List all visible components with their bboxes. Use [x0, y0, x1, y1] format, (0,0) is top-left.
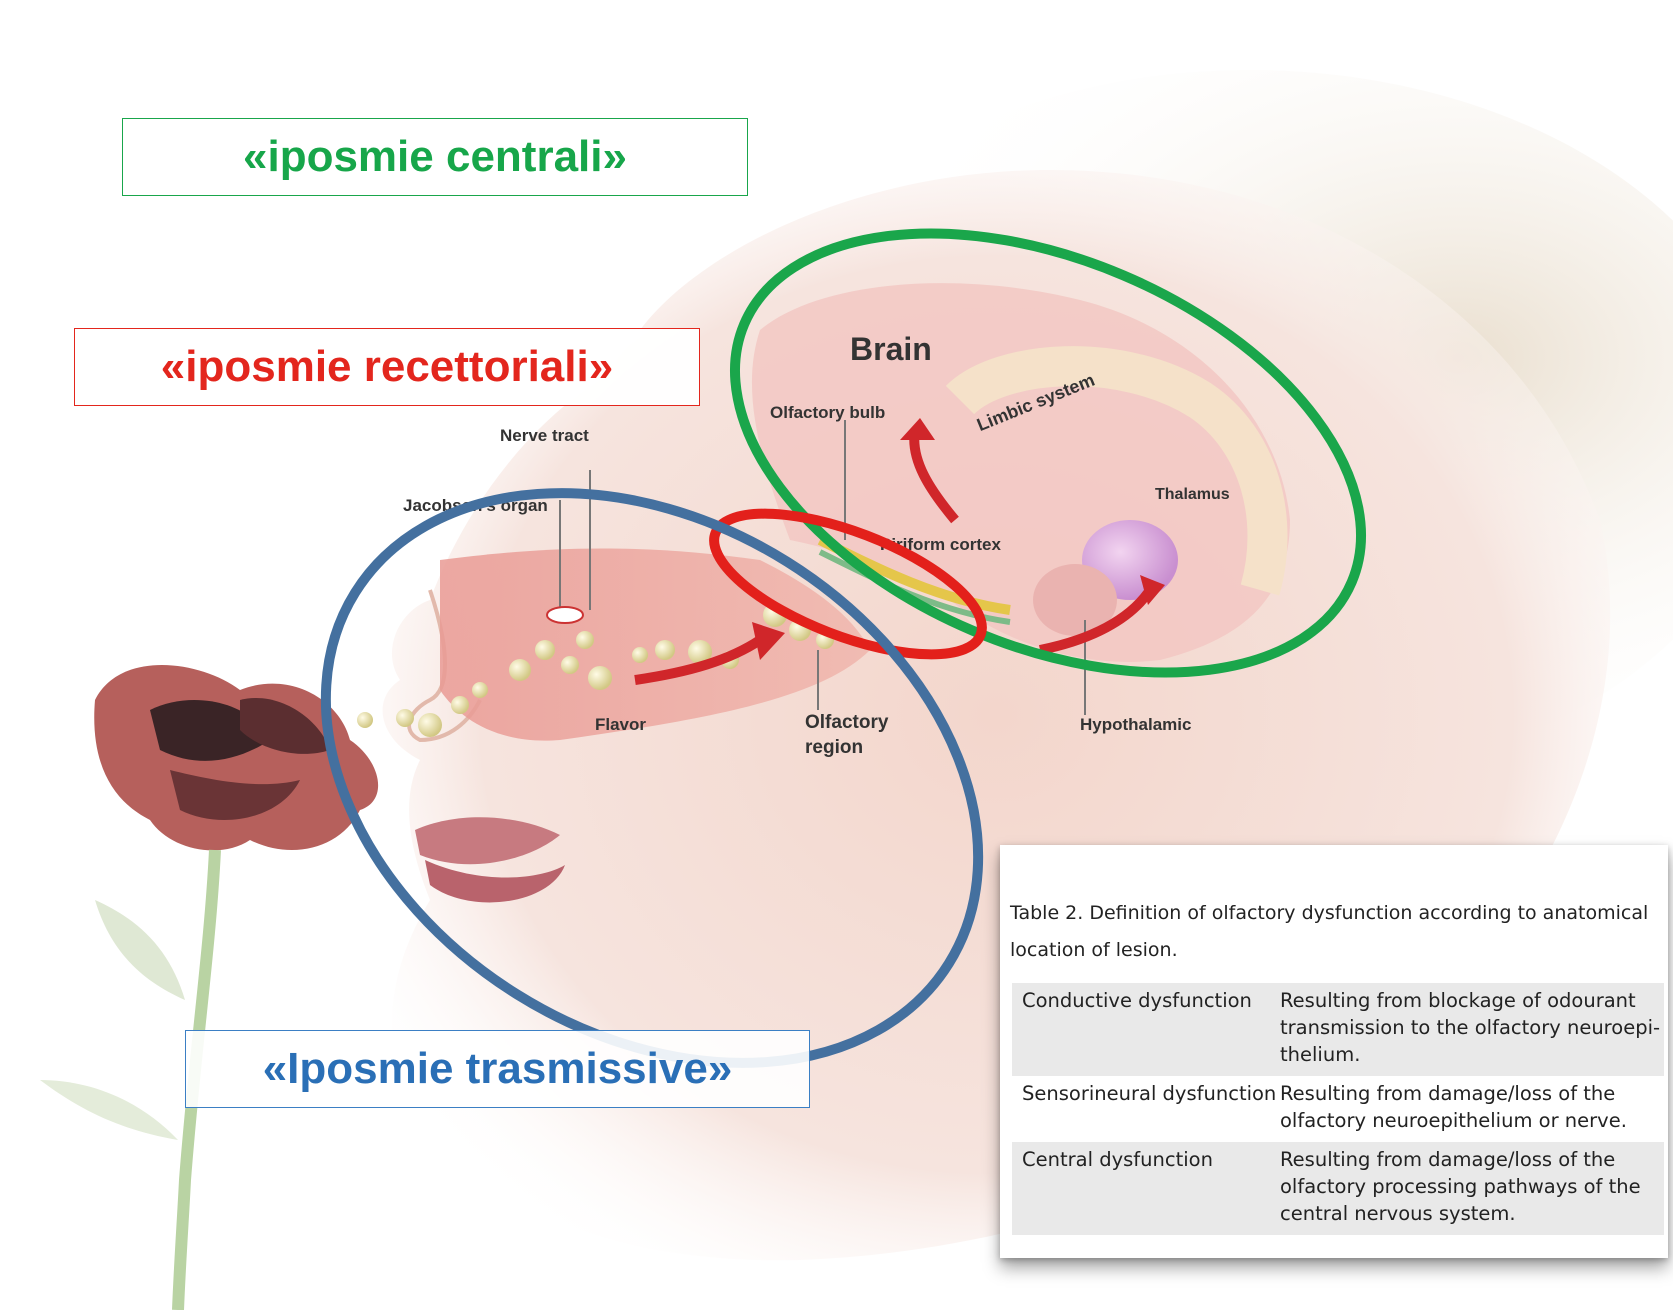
table-caption: Table 2. Definition of olfactory dysfunc…	[1010, 895, 1660, 969]
jacobsons-organ-shape	[547, 607, 583, 623]
label-olfactory-bulb: Olfactory bulb	[770, 403, 885, 422]
definition-line: Resulting from blockage of odourant	[1280, 987, 1664, 1014]
definition-table-card: Table 2. Definition of olfactory dysfunc…	[1000, 845, 1668, 1258]
definition-line: olfactory neuroepithelium or nerve.	[1280, 1107, 1664, 1134]
rose-leaf	[40, 1080, 178, 1140]
label-thalamus: Thalamus	[1155, 486, 1230, 503]
central-hyposmia-label: «iposmie centrali»	[122, 118, 748, 196]
receptorial-hyposmia-text: «iposmie recettoriali»	[161, 342, 613, 392]
label-olfactory-region-line2: region	[805, 737, 863, 758]
table-row: Sensorineural dysfunction Resulting from…	[1012, 1076, 1664, 1142]
table-term: Sensorineural dysfunction	[1012, 1080, 1280, 1134]
label-hypothalamic: Hypothalamic	[1080, 715, 1191, 734]
table-caption-line: location of lesion.	[1010, 932, 1660, 969]
label-flavor: Flavor	[595, 715, 646, 734]
definition-line: Resulting from damage/loss of the	[1280, 1146, 1664, 1173]
label-olfactory-region-line1: Olfactory	[805, 712, 889, 733]
label-brain: Brain	[850, 331, 932, 367]
table-row: Central dysfunction Resulting from damag…	[1012, 1142, 1664, 1235]
table-row: Conductive dysfunction Resulting from bl…	[1012, 983, 1664, 1076]
rose-leaf	[95, 900, 185, 1000]
table-definition: Resulting from damage/loss of the olfact…	[1280, 1146, 1664, 1227]
table-definition: Resulting from blockage of odourant tran…	[1280, 987, 1664, 1068]
definition-line: thelium.	[1280, 1041, 1664, 1068]
receptorial-hyposmia-label: «iposmie recettoriali»	[74, 328, 700, 406]
table-term: Central dysfunction	[1012, 1146, 1280, 1227]
definition-line: olfactory processing pathways of the	[1280, 1173, 1664, 1200]
transmissive-hyposmia-label: «Iposmie trasmissive»	[185, 1030, 810, 1108]
definition-line: transmission to the olfactory neuroepi-	[1280, 1014, 1664, 1041]
definition-line: central nervous system.	[1280, 1200, 1664, 1227]
definition-table: Conductive dysfunction Resulting from bl…	[1012, 983, 1664, 1235]
transmissive-hyposmia-text: «Iposmie trasmissive»	[263, 1044, 733, 1094]
definition-line: Resulting from damage/loss of the	[1280, 1080, 1664, 1107]
label-nerve-tract: Nerve tract	[500, 426, 589, 445]
table-term: Conductive dysfunction	[1012, 987, 1280, 1068]
table-caption-line: Table 2. Definition of olfactory dysfunc…	[1010, 895, 1660, 932]
central-hyposmia-text: «iposmie centrali»	[243, 132, 627, 182]
table-definition: Resulting from damage/loss of the olfact…	[1280, 1080, 1664, 1134]
